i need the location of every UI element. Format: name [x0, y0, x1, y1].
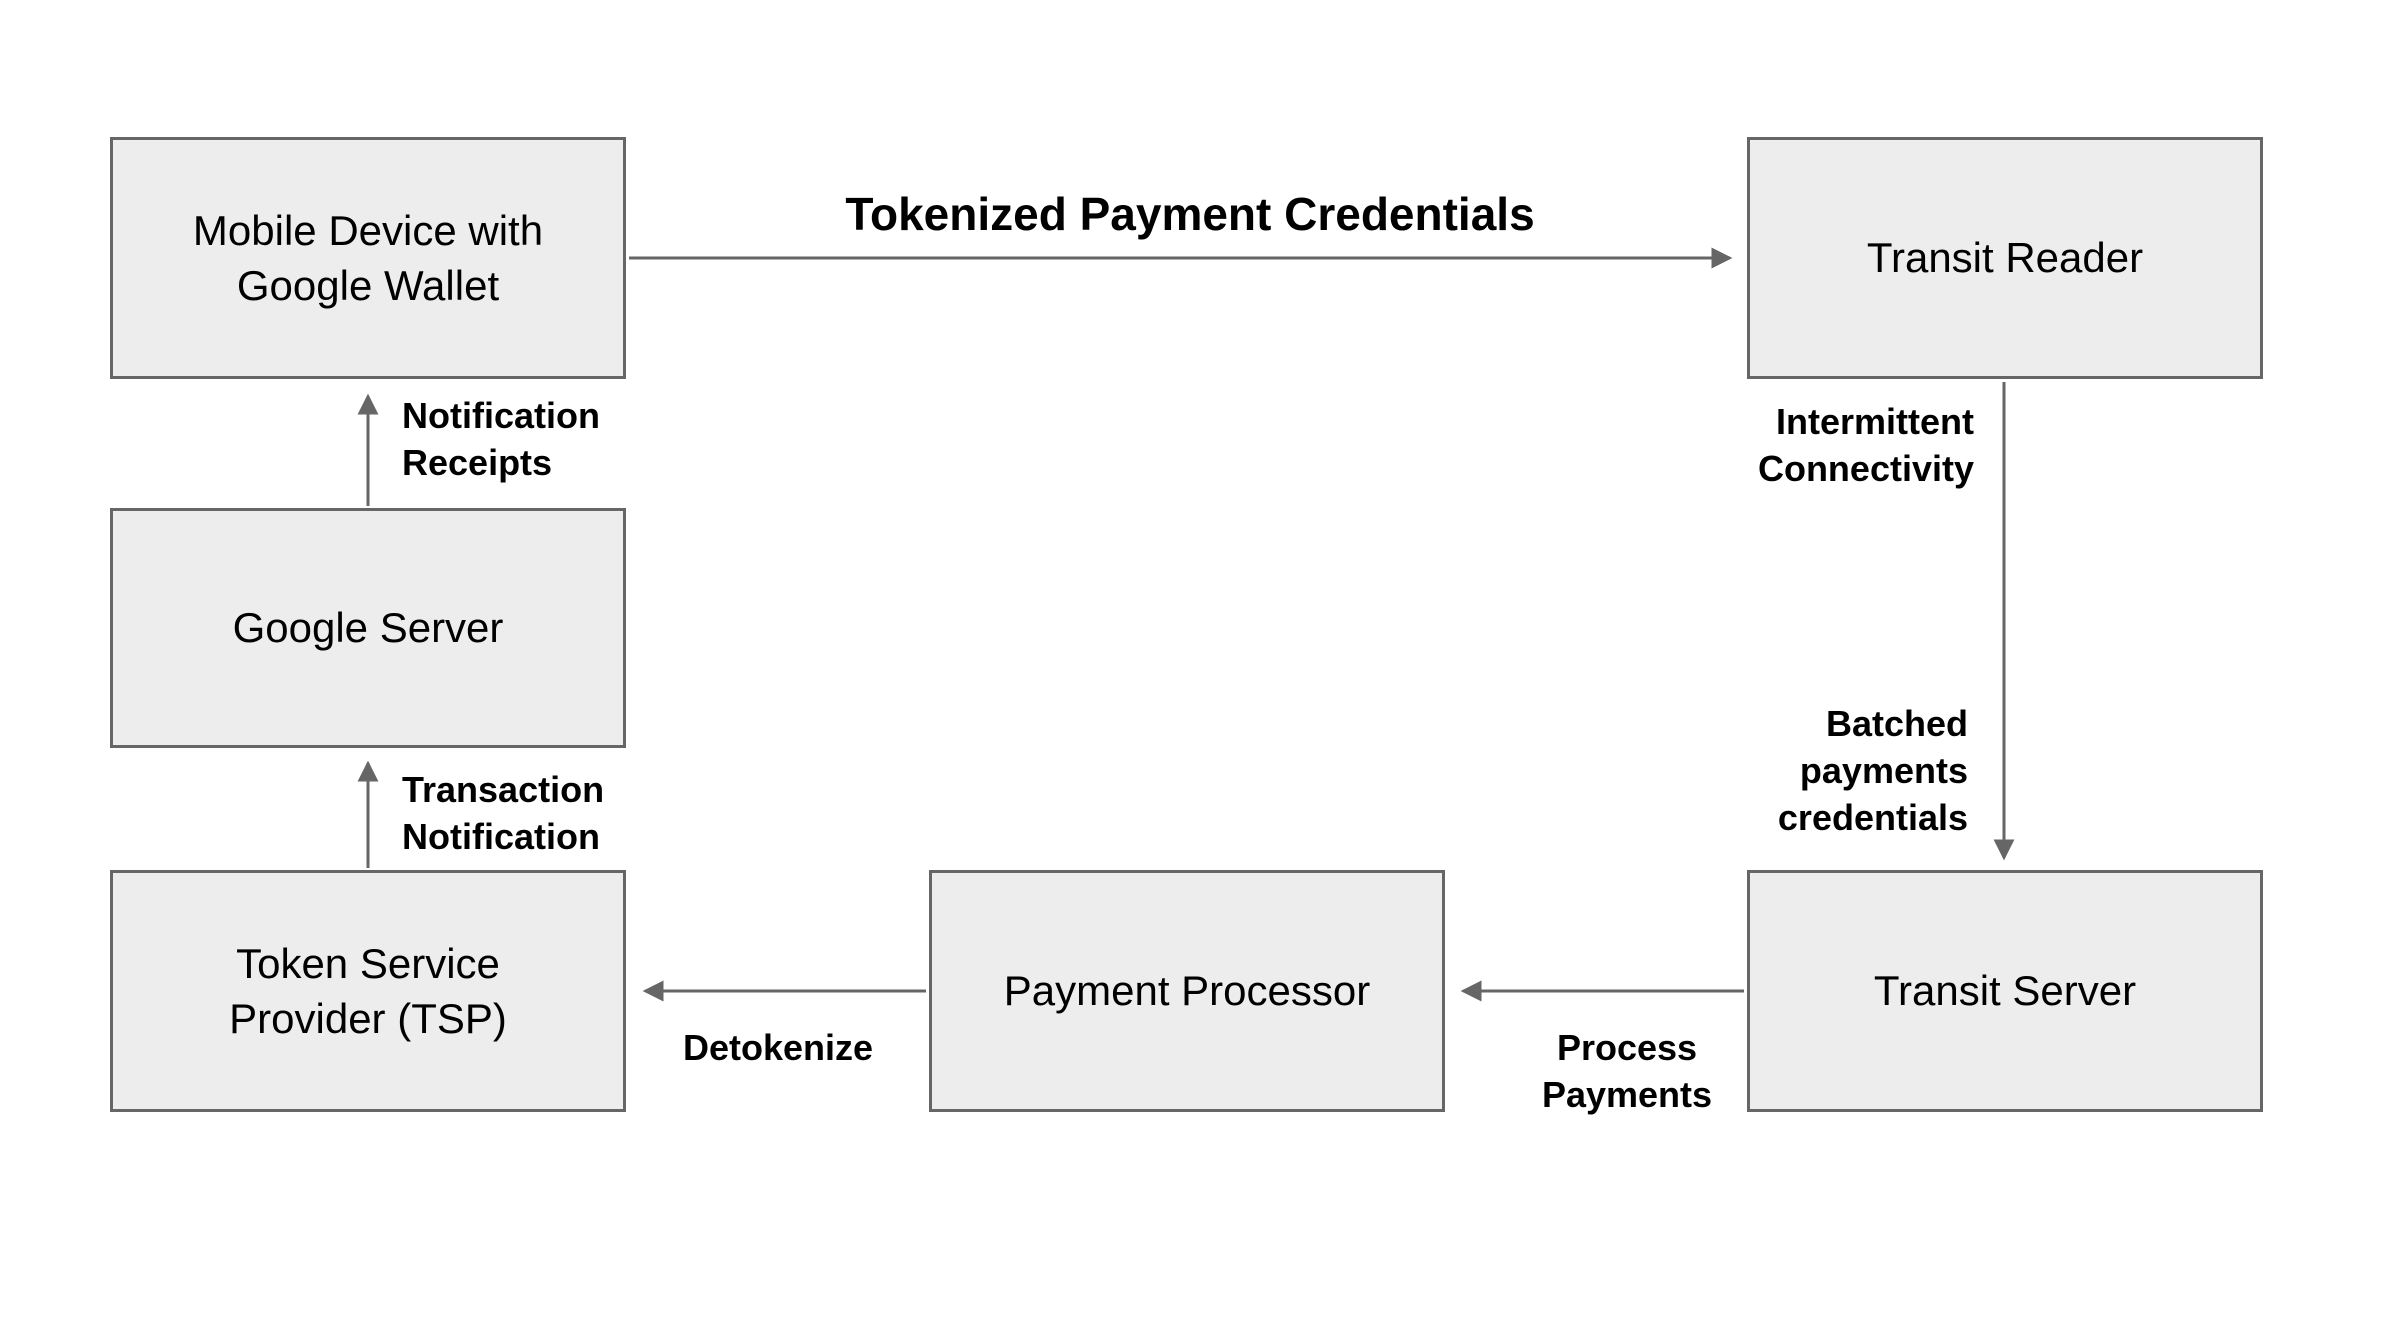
edge-label-line: payments	[1799, 750, 1968, 791]
node-transit-reader-label: Transit Reader	[1867, 230, 2143, 285]
edge-label-line: Transaction	[402, 769, 605, 810]
node-google-server: Google Server	[110, 508, 626, 748]
node-label-line: Mobile Device with	[192, 206, 544, 254]
node-token-service-provider: Token Service Provider (TSP)	[110, 870, 626, 1112]
edge-label-line: Receipts	[402, 442, 553, 483]
node-token-service-provider-label: Token Service Provider (TSP)	[229, 936, 507, 1047]
node-mobile-device-label: Mobile Device with Google Wallet	[193, 203, 543, 314]
edge-label-line: Connectivity	[1757, 448, 1974, 489]
node-label-line: Google Server	[232, 604, 504, 652]
node-payment-processor-label: Payment Processor	[1004, 963, 1370, 1018]
node-transit-server: Transit Server	[1747, 870, 2263, 1112]
node-google-server-label: Google Server	[233, 600, 504, 655]
edge-label-tokenized-payment-credentials: Tokenized Payment Credentials	[845, 188, 1535, 240]
node-payment-processor: Payment Processor	[929, 870, 1445, 1112]
edge-label-process-payments: Process Payments	[1437, 1024, 1817, 1118]
edge-label-batched-payments-credentials: Batched payments credentials	[1464, 700, 1968, 841]
node-label-line: Token Service	[236, 939, 500, 987]
edge-label-intermittent-connectivity: Intermittent Connectivity	[1470, 398, 1974, 492]
edge-label-line: Batched	[1825, 703, 1968, 744]
edge-label-notification-receipts: Notification Receipts	[402, 392, 600, 486]
edge-label-line: Payments	[1541, 1074, 1713, 1115]
edge-label-line: Notification	[402, 816, 600, 857]
node-label-line: Google Wallet	[236, 262, 500, 309]
edge-label-line: credentials	[1777, 797, 1968, 838]
node-transit-server-label: Transit Server	[1874, 963, 2136, 1018]
node-label-line: Transit Reader	[1866, 234, 2144, 282]
edge-label-transaction-notification: Transaction Notification	[402, 766, 604, 860]
node-label-line: Transit Server	[1873, 967, 2137, 1015]
node-mobile-device: Mobile Device with Google Wallet	[110, 137, 626, 379]
edge-label-line: Process	[1556, 1027, 1698, 1068]
node-label-line: Payment Processor	[1003, 967, 1371, 1015]
edge-label-detokenize: Detokenize	[682, 1027, 874, 1068]
node-transit-reader: Transit Reader	[1747, 137, 2263, 379]
node-label-line: Provider (TSP)	[229, 995, 507, 1042]
edge-label-line: Intermittent	[1776, 401, 1974, 442]
edge-label-line: Notification	[402, 395, 600, 436]
